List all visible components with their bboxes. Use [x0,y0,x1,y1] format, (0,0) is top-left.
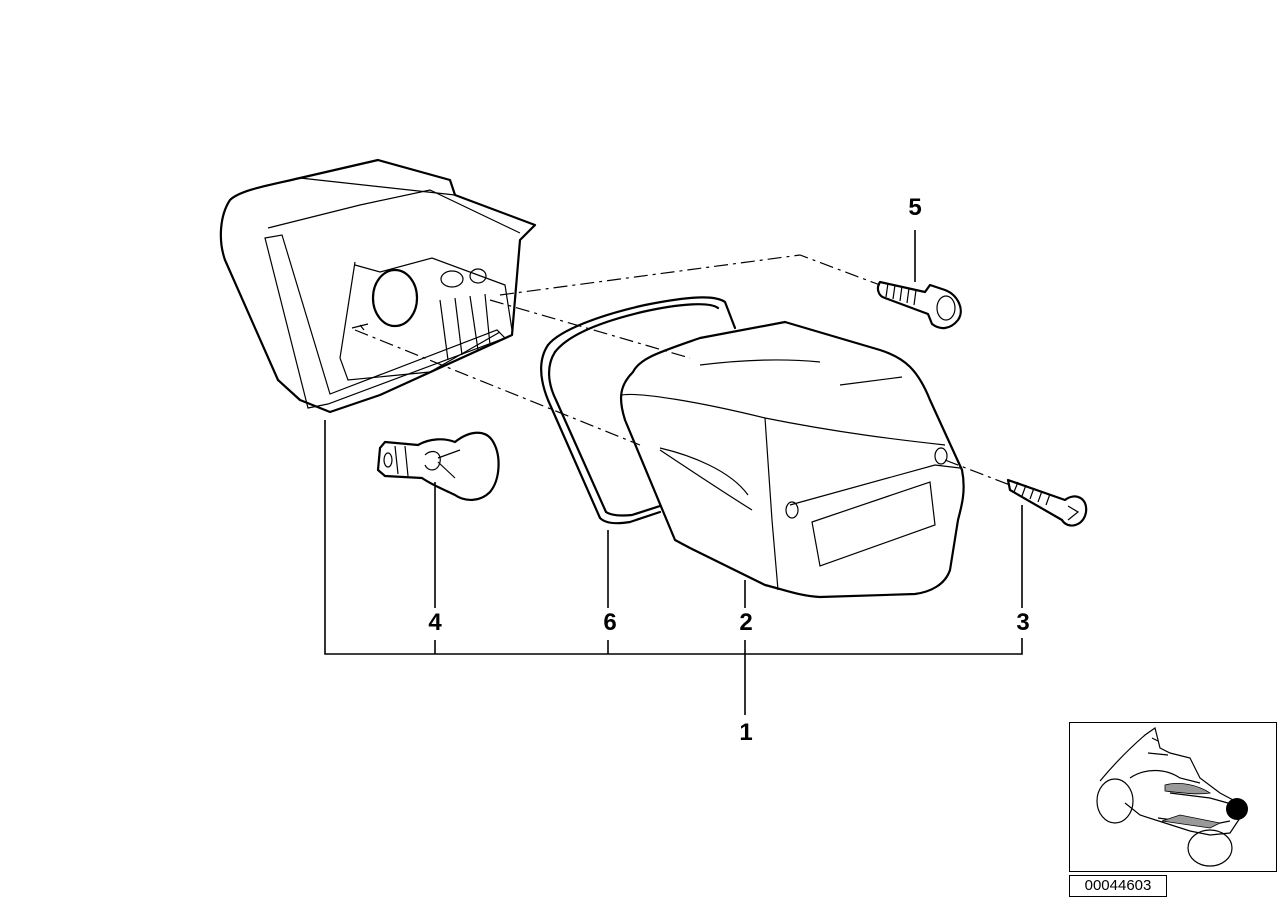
alignment-lines [354,254,1011,486]
callout-6: 6 [603,609,616,636]
screw [1006,478,1088,527]
tail-light-housing [219,158,537,414]
bolt [876,280,962,330]
tail-light-lens [619,320,965,599]
callout-5: 5 [908,194,921,221]
callout-3: 3 [1016,609,1029,636]
bulb [376,431,500,501]
motorcycle-thumbnail-icon [1096,727,1248,867]
callout-1: 1 [739,719,752,746]
location-thumbnail [1069,722,1277,872]
gasket [540,296,737,525]
leader-lines [324,230,1023,715]
callout-2: 2 [739,609,752,636]
reference-code: 00044603 [1069,875,1167,897]
callout-4: 4 [428,609,442,636]
